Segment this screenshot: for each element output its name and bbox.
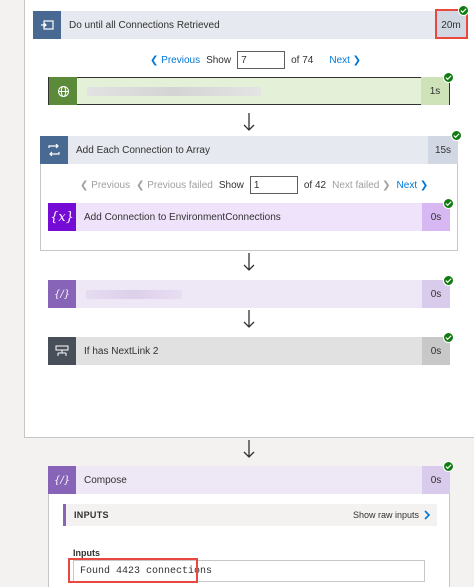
- success-check-icon: [443, 332, 454, 343]
- output-highlight: [68, 558, 198, 583]
- inputs-header-label: INPUTS: [74, 510, 109, 520]
- success-check-icon: [443, 72, 454, 83]
- previous-label: Previous: [91, 179, 131, 191]
- condition-step[interactable]: If has NextLink 2 0s: [48, 337, 450, 365]
- do-until-header[interactable]: Do until all Connections Retrieved 20m: [33, 11, 466, 39]
- inputs-field-label: Inputs: [73, 548, 100, 558]
- compose-step-redacted[interactable]: {∕} 0s: [48, 280, 450, 308]
- next-button[interactable]: Next ❯: [329, 54, 362, 66]
- connector-arrow: [242, 310, 256, 330]
- next-label: Next: [329, 54, 350, 66]
- page-count: of 42: [303, 179, 327, 191]
- loop-icon: [40, 136, 68, 164]
- show-label: Show: [218, 179, 244, 191]
- apply-each-header[interactable]: Add Each Connection to Array 15s: [40, 136, 458, 164]
- variable-icon: {x}: [48, 203, 76, 231]
- condition-title: If has NextLink 2: [84, 345, 159, 357]
- inputs-value-field[interactable]: Found 4423 connections: [73, 560, 425, 582]
- next-button[interactable]: Next ❯: [396, 179, 429, 191]
- globe-icon: [49, 77, 77, 105]
- next-failed-label: Next failed: [332, 179, 380, 191]
- compose-details: INPUTS Show raw inputs Inputs Found 4423…: [48, 494, 450, 587]
- show-label: Show: [206, 54, 232, 66]
- page-count: of 74: [291, 54, 314, 66]
- do-until-title: Do until all Connections Retrieved: [69, 19, 220, 31]
- success-check-icon: [458, 5, 469, 16]
- http-step[interactable]: 1s: [48, 77, 450, 105]
- show-raw-inputs-label: Show raw inputs: [352, 510, 419, 520]
- success-check-icon: [443, 461, 454, 472]
- previous-button[interactable]: ❮ Previous: [150, 54, 201, 66]
- compose-icon: {∕}: [48, 280, 76, 308]
- loop-icon: [33, 11, 61, 39]
- apply-each-duration: 15s: [428, 136, 458, 164]
- success-check-icon: [451, 130, 462, 141]
- previous-failed-label: Previous failed: [147, 179, 213, 191]
- compose-icon: {∕}: [48, 466, 76, 494]
- previous-failed-button[interactable]: ❮ Previous failed: [136, 179, 213, 191]
- connector-arrow: [242, 440, 256, 460]
- apply-each-pager: ❮ Previous ❮ Previous failed Show of 42 …: [80, 176, 428, 194]
- page-number-input[interactable]: [249, 176, 298, 194]
- previous-button[interactable]: ❮ Previous: [80, 179, 131, 191]
- success-check-icon: [443, 275, 454, 286]
- compose-title: Compose: [84, 474, 127, 486]
- next-failed-button[interactable]: Next failed ❯: [332, 179, 391, 191]
- inputs-value-text: Found 4423 connections: [80, 565, 213, 577]
- compose-step-title-redacted: [76, 289, 422, 299]
- apply-each-title: Add Each Connection to Array: [76, 144, 210, 156]
- connector-arrow: [242, 253, 256, 273]
- connector-arrow: [242, 113, 256, 133]
- success-check-icon: [443, 198, 454, 209]
- compose-step[interactable]: {∕} Compose 0s: [48, 466, 450, 494]
- next-label: Next: [396, 179, 418, 191]
- previous-label: Previous: [161, 54, 201, 66]
- inputs-section-header: INPUTS Show raw inputs: [63, 504, 437, 526]
- page-number-input[interactable]: [237, 51, 286, 69]
- condition-icon: [48, 337, 76, 365]
- show-raw-inputs-button[interactable]: Show raw inputs: [353, 510, 431, 520]
- do-until-pager: ❮ Previous Show of 74 Next ❯: [150, 51, 361, 69]
- append-variable-step[interactable]: {x} Add Connection to EnvironmentConnect…: [48, 203, 450, 231]
- append-variable-title: Add Connection to EnvironmentConnections: [84, 211, 281, 223]
- chevron-right-icon: [424, 510, 431, 520]
- duration-highlight: [435, 9, 468, 39]
- http-step-title-redacted: [77, 86, 421, 96]
